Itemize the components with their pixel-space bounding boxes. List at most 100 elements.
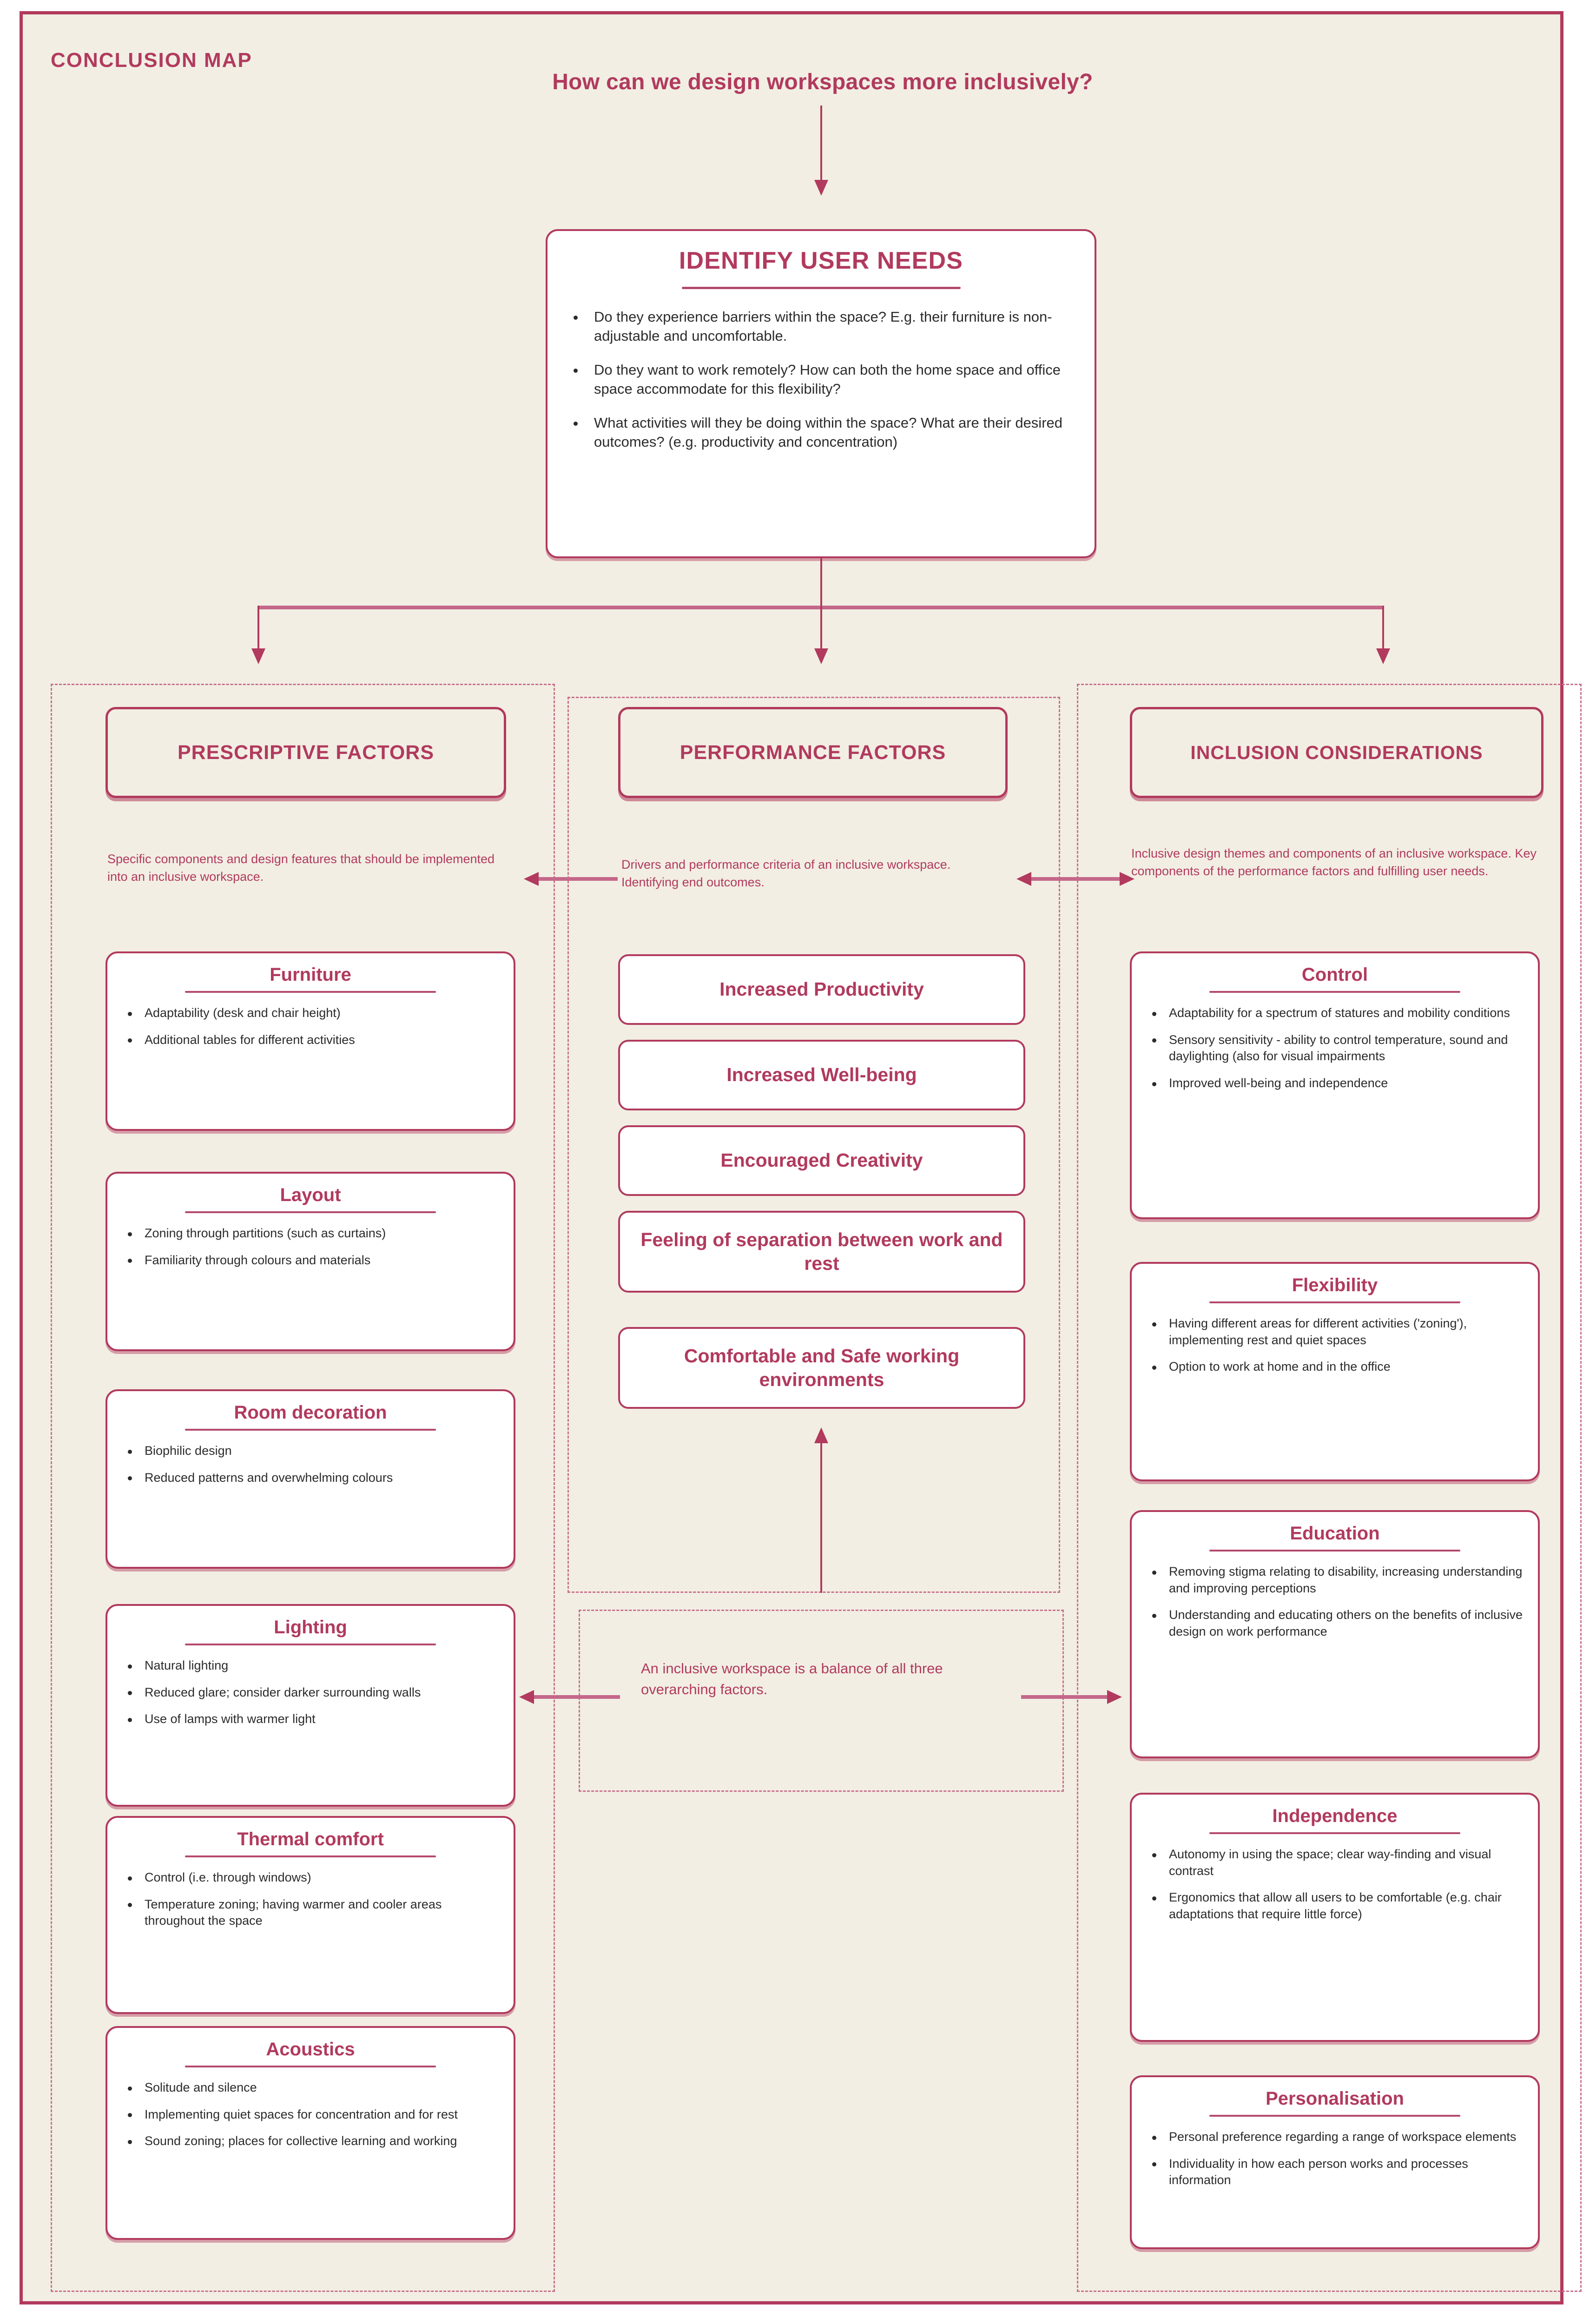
identify-user-needs-card[interactable]: IDENTIFY USER NEEDS Do they experience b… (546, 229, 1096, 558)
performance-outcome-increased-well-being[interactable]: Increased Well-being (618, 1040, 1025, 1110)
column-header-inclusion-considerations[interactable]: INCLUSION CONSIDERATIONS (1130, 707, 1543, 798)
arrowhead-right-icon (1107, 1690, 1122, 1704)
performance-factors-region (567, 697, 1060, 1593)
arrowhead-down-icon (1376, 648, 1390, 664)
prescriptive-card-furniture[interactable]: Furniture Adaptability (desk and chair h… (106, 951, 515, 1131)
column-header-performance-factors[interactable]: PERFORMANCE FACTORS (618, 707, 1008, 798)
card-title: Education (1290, 1523, 1380, 1544)
inclusion-card-control[interactable]: Control Adaptability for a spectrum of s… (1130, 951, 1540, 1219)
card-bullet-list: Biophilic design Reduced patterns and ov… (120, 1443, 501, 1486)
prescriptive-card-acoustics[interactable]: Acoustics Solitude and silence Implement… (106, 2026, 515, 2240)
card-title: Furniture (270, 964, 351, 985)
connector-perf-to-prescriptive (539, 877, 618, 881)
title-divider (185, 991, 436, 993)
list-item: Reduced patterns and overwhelming colour… (120, 1470, 501, 1486)
title-divider (1209, 1301, 1460, 1303)
connector-branch-right (1382, 606, 1384, 653)
performance-outcome-encouraged-creativity[interactable]: Encouraged Creativity (618, 1125, 1025, 1196)
outcome-label: Feeling of separation between work and r… (640, 1228, 1003, 1274)
connector-balance-to-inclusion (1021, 1695, 1107, 1699)
list-item: Do they experience barriers within the s… (566, 308, 1076, 346)
list-item: Adaptability for a spectrum of statures … (1145, 1005, 1525, 1022)
connector-balance-to-performance (820, 1441, 822, 1593)
card-bullet-list: Adaptability for a spectrum of statures … (1145, 1005, 1525, 1092)
card-bullet-list: Natural lighting Reduced glare; consider… (120, 1657, 501, 1728)
card-title: Flexibility (1292, 1275, 1378, 1295)
column-header-label: PERFORMANCE FACTORS (679, 741, 946, 764)
card-bullet-list: Having different areas for different act… (1145, 1315, 1525, 1375)
list-item: Adaptability (desk and chair height) (120, 1005, 501, 1022)
list-item: Zoning through partitions (such as curta… (120, 1225, 501, 1242)
list-item: Natural lighting (120, 1657, 501, 1674)
connector-identify-stem (820, 558, 822, 609)
title-divider (185, 2066, 436, 2067)
outcome-label: Increased Productivity (719, 978, 924, 1000)
card-title: Room decoration (234, 1402, 387, 1423)
card-bullet-list: Autonomy in using the space; clear way-f… (1145, 1846, 1525, 1923)
prescriptive-card-lighting[interactable]: Lighting Natural lighting Reduced glare;… (106, 1604, 515, 1807)
outcome-label: Increased Well-being (726, 1064, 917, 1086)
list-item: Reduced glare; consider darker surroundi… (120, 1684, 501, 1701)
card-title: Acoustics (266, 2039, 355, 2060)
column-description-performance: Drivers and performance criteria of an i… (621, 858, 951, 890)
column-header-label: PRESCRIPTIVE FACTORS (177, 741, 435, 764)
page-title: CONCLUSION MAP (51, 49, 252, 72)
arrowhead-left-icon (1016, 872, 1031, 886)
inclusion-card-flexibility[interactable]: Flexibility Having different areas for d… (1130, 1262, 1540, 1481)
column-header-label: INCLUSION CONSIDERATIONS (1190, 741, 1483, 763)
title-divider (185, 1429, 436, 1431)
performance-outcome-comfortable-and-safe[interactable]: Comfortable and Safe working environment… (618, 1327, 1025, 1409)
outcome-label: Encouraged Creativity (720, 1149, 923, 1171)
list-item: Biophilic design (120, 1443, 501, 1459)
list-item: Personal preference regarding a range of… (1145, 2129, 1525, 2146)
prescriptive-card-thermal-comfort[interactable]: Thermal comfort Control (i.e. through wi… (106, 1816, 515, 2014)
arrowhead-right-icon (1120, 872, 1134, 886)
title-divider (185, 1644, 436, 1645)
list-item: Implementing quiet spaces for concentrat… (120, 2106, 501, 2123)
inclusion-considerations-region (1077, 684, 1582, 2292)
inclusion-card-education[interactable]: Education Removing stigma relating to di… (1130, 1510, 1540, 1758)
balance-note-text: An inclusive workspace is a balance of a… (641, 1660, 943, 1698)
arrowhead-left-icon (519, 1690, 534, 1704)
prescriptive-card-layout[interactable]: Layout Zoning through partitions (such a… (106, 1172, 515, 1351)
connector-perf-to-inclusion (1031, 877, 1120, 881)
column-header-prescriptive-factors[interactable]: PRESCRIPTIVE FACTORS (106, 707, 506, 798)
card-bullet-list: Control (i.e. through windows) Temperatu… (120, 1869, 501, 1929)
card-bullet-list: Personal preference regarding a range of… (1145, 2129, 1525, 2189)
title-divider (185, 1855, 436, 1857)
card-title: Lighting (274, 1617, 347, 1637)
list-item: Control (i.e. through windows) (120, 1869, 501, 1886)
connector-branch-left (257, 606, 259, 653)
inclusion-card-personalisation[interactable]: Personalisation Personal preference rega… (1130, 2075, 1540, 2249)
arrowhead-up-icon (814, 1427, 828, 1443)
performance-outcome-increased-productivity[interactable]: Increased Productivity (618, 954, 1025, 1025)
list-item: Understanding and educating others on th… (1145, 1607, 1525, 1640)
column-description-inclusion: Inclusive design themes and components o… (1131, 846, 1537, 878)
list-item: Autonomy in using the space; clear way-f… (1145, 1846, 1525, 1879)
list-item: Improved well-being and independence (1145, 1075, 1525, 1092)
prescriptive-factors-region (51, 684, 555, 2292)
identify-user-needs-list: Do they experience barriers within the s… (566, 308, 1076, 451)
inclusion-card-independence[interactable]: Independence Autonomy in using the space… (1130, 1793, 1540, 2042)
title-divider (1209, 991, 1460, 993)
card-bullet-list: Removing stigma relating to disability, … (1145, 1564, 1525, 1640)
title-divider (681, 287, 961, 289)
card-bullet-list: Solitude and silence Implementing quiet … (120, 2080, 501, 2150)
performance-outcome-feeling-of-separation[interactable]: Feeling of separation between work and r… (618, 1211, 1025, 1293)
list-item: Temperature zoning; having warmer and co… (120, 1896, 501, 1929)
connector-balance-to-prescriptive (534, 1695, 620, 1699)
connector-branch-middle (820, 606, 822, 653)
main-question: How can we design workspaces more inclus… (552, 70, 1093, 94)
prescriptive-card-room-decoration[interactable]: Room decoration Biophilic design Reduced… (106, 1389, 515, 1569)
card-title: Personalisation (1266, 2088, 1404, 2109)
card-title: Thermal comfort (237, 1829, 384, 1849)
card-bullet-list: Adaptability (desk and chair height) Add… (120, 1005, 501, 1048)
list-item: Familiarity through colours and material… (120, 1252, 501, 1269)
list-item: Option to work at home and in the office (1145, 1359, 1525, 1375)
balance-note-region (579, 1610, 1064, 1792)
list-item: Ergonomics that allow all users to be co… (1145, 1889, 1525, 1922)
title-divider (1209, 2115, 1460, 2117)
connector-question-to-identify (820, 106, 822, 185)
list-item: What activities will they be doing withi… (566, 414, 1076, 452)
arrowhead-down-icon (814, 648, 828, 664)
